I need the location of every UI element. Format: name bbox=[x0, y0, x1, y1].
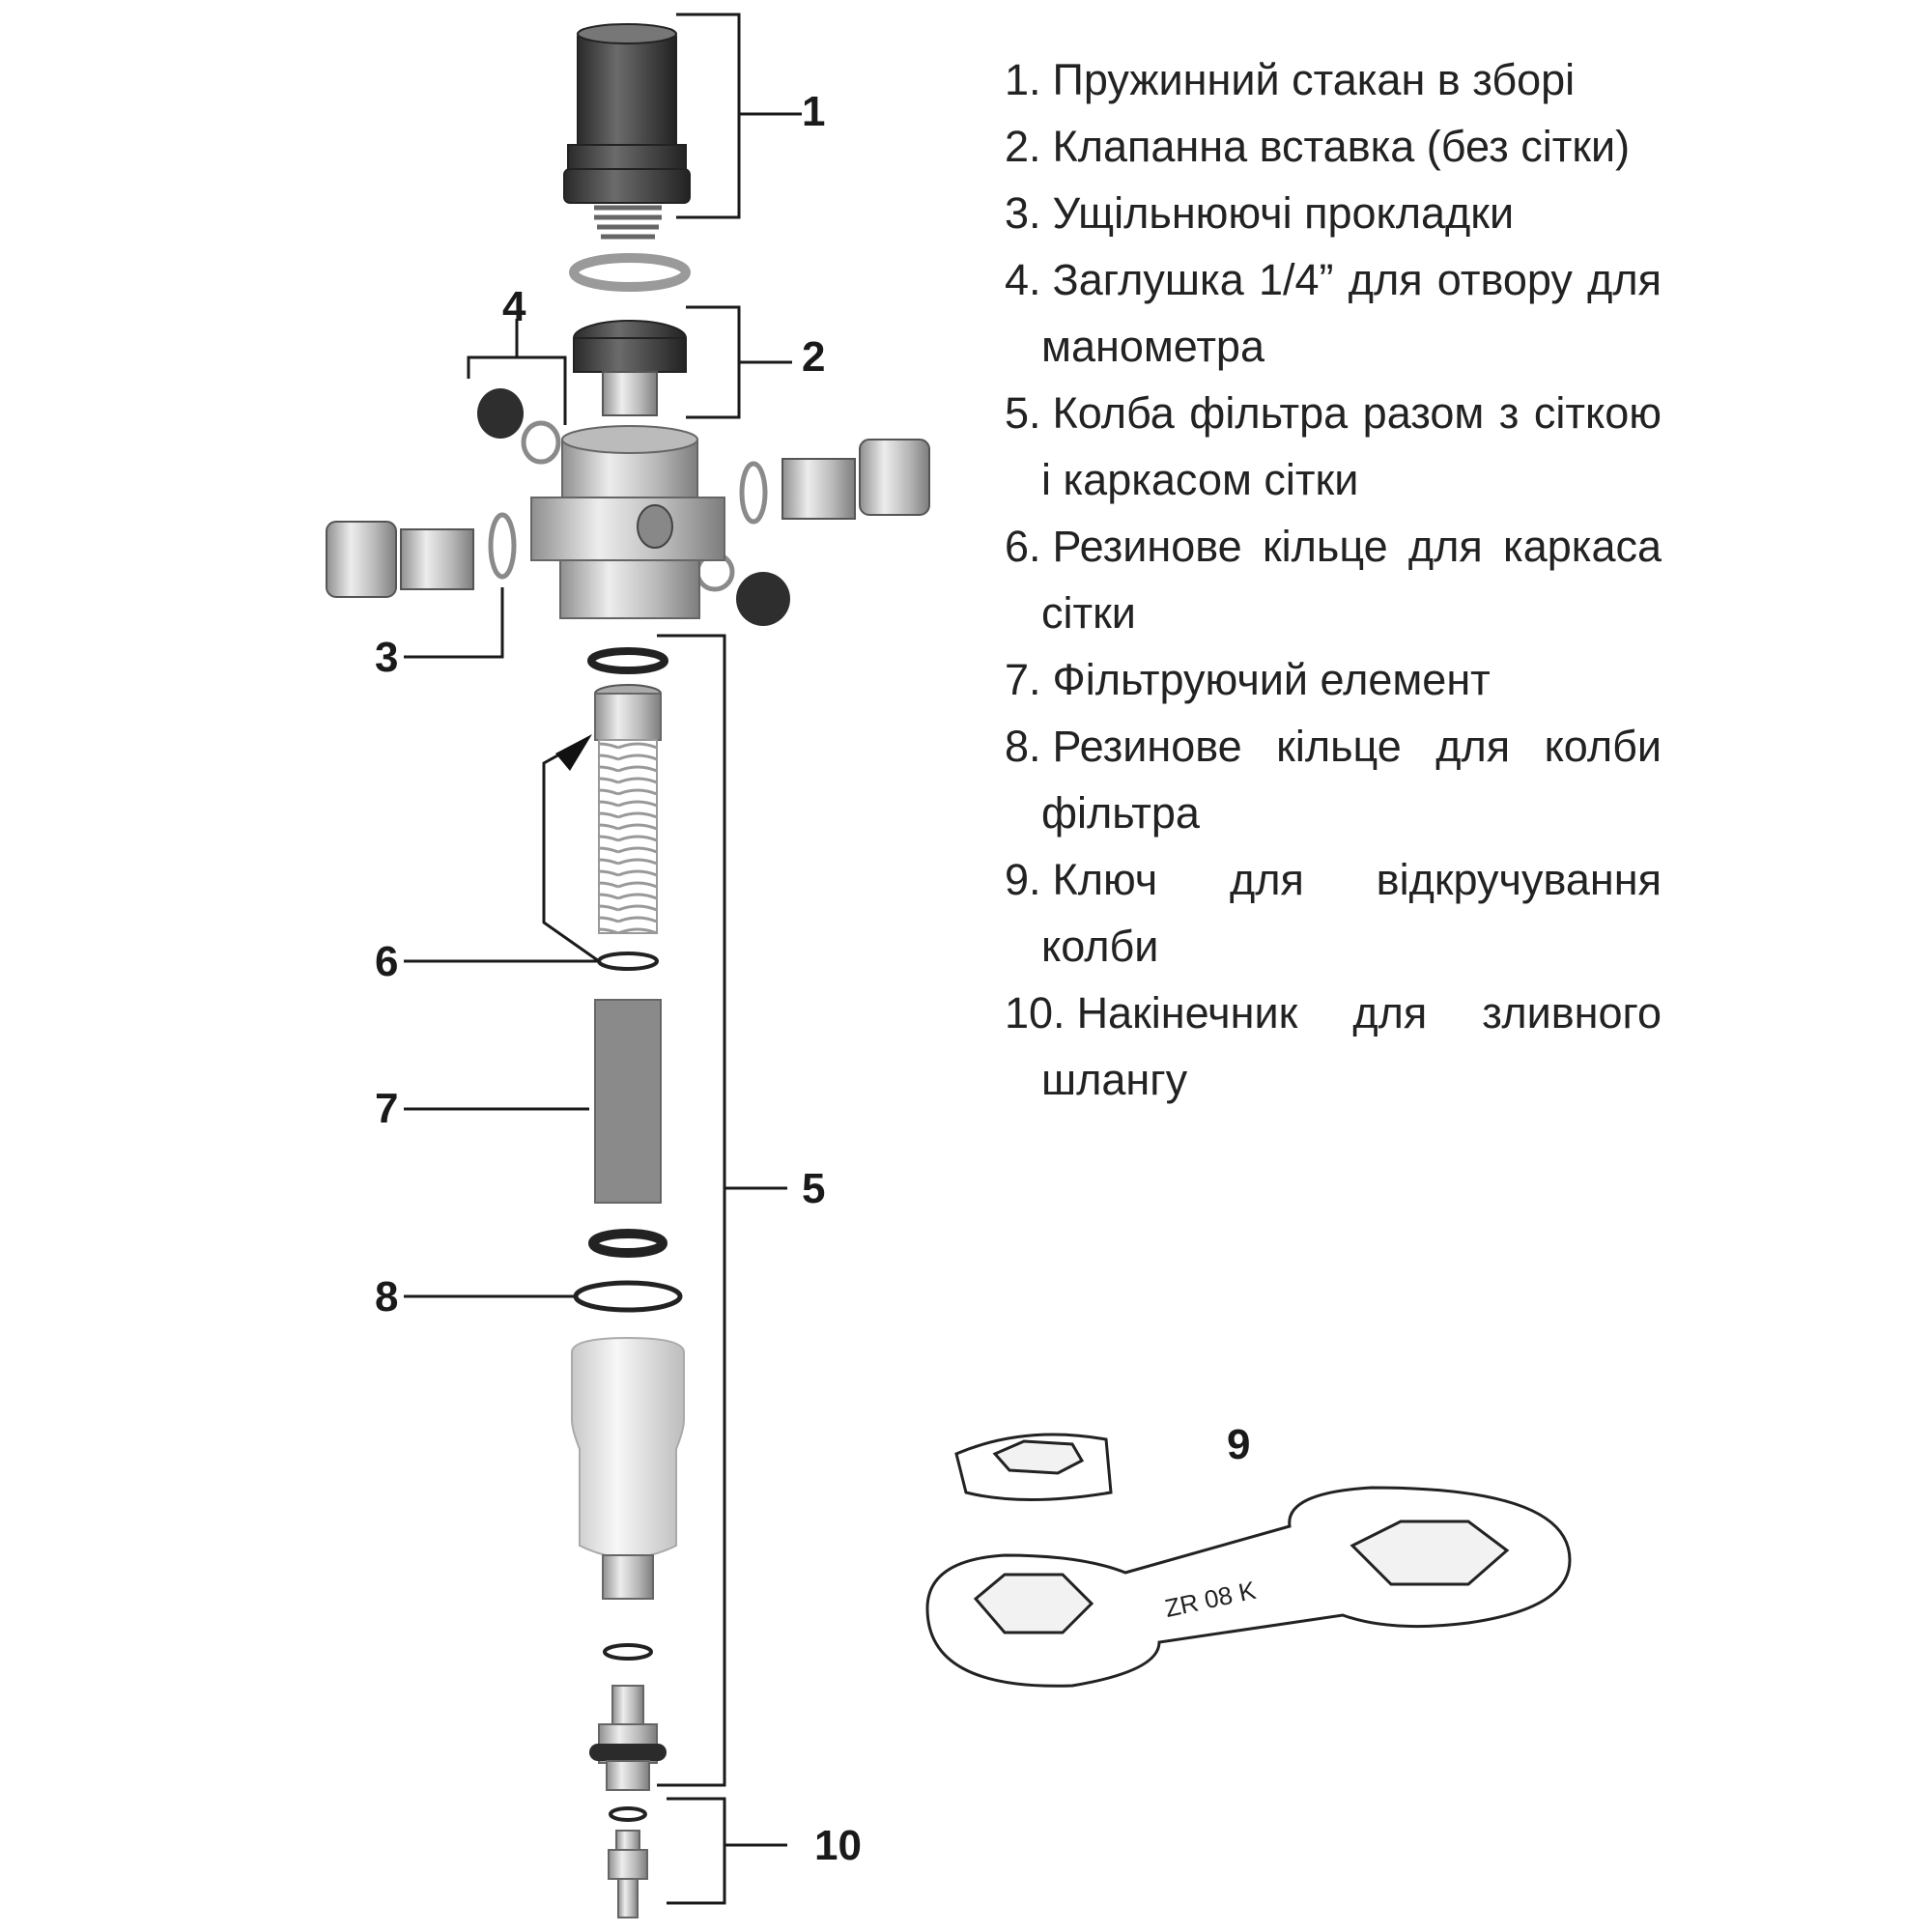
parts-legend: 1.Пружинний стакан в зборі 2.Клапанна вс… bbox=[1005, 46, 1662, 1113]
callout-3: 3 bbox=[375, 634, 398, 681]
legend-item: 10.Накінечник для зливного шлангу bbox=[1005, 988, 1662, 1104]
bowl-o-ring bbox=[573, 1280, 683, 1313]
hose-tip-o-ring bbox=[609, 1806, 647, 1822]
legend-item: 1.Пружинний стакан в зборі bbox=[1005, 55, 1576, 104]
drain-o-ring bbox=[603, 1643, 653, 1661]
legend-item: 6.Резинове кільце для каркаса сітки bbox=[1005, 522, 1662, 638]
callout-5: 5 bbox=[802, 1165, 825, 1212]
callout-10: 10 bbox=[814, 1822, 862, 1869]
filter-housing-head bbox=[530, 425, 725, 619]
legend-item: 8.Резинове кільце для колби фільтра bbox=[1005, 722, 1662, 838]
colba-wrench bbox=[925, 1486, 1572, 1688]
callout-4: 4 bbox=[502, 283, 526, 330]
leader-lines bbox=[404, 13, 802, 1905]
legend-item: 7.Фільтруючий елемент bbox=[1005, 655, 1491, 704]
legend-item: 4.Заглушка 1/4” для отвору для манометра bbox=[1005, 255, 1662, 371]
valve-insert bbox=[573, 320, 687, 416]
filter-element bbox=[594, 999, 662, 1204]
spring-cup-assembly bbox=[563, 23, 691, 240]
gauge-plug-left bbox=[477, 388, 561, 465]
left-union-fittings bbox=[326, 512, 517, 598]
hose-tip bbox=[608, 1830, 648, 1918]
frame-o-ring bbox=[597, 952, 659, 971]
legend-item: 9.Ключ для відкручування колби bbox=[1005, 855, 1662, 971]
legend-item: 5.Колба фільтра разом з сіткою і каркасо… bbox=[1005, 388, 1662, 504]
callout-1: 1 bbox=[802, 88, 825, 135]
legend-item: 2.Клапанна вставка (без сітки) bbox=[1005, 122, 1631, 171]
screen-frame-seal bbox=[587, 647, 668, 674]
callout-7: 7 bbox=[375, 1085, 398, 1132]
bowl-seal bbox=[588, 1229, 668, 1258]
screen-frame-arrow-icon bbox=[555, 734, 592, 771]
upper-gasket bbox=[569, 253, 691, 292]
legend-item: 3.Ущільнюючі прокладки bbox=[1005, 188, 1515, 238]
gauge-plug-right bbox=[695, 552, 790, 626]
right-union-fittings bbox=[739, 439, 930, 525]
callout-9: 9 bbox=[1227, 1421, 1250, 1468]
callout-6: 6 bbox=[375, 938, 398, 985]
screen-frame bbox=[594, 684, 662, 934]
filter-bowl bbox=[571, 1336, 685, 1600]
drain-valve bbox=[589, 1685, 667, 1791]
wrench-socket bbox=[954, 1433, 1113, 1501]
callout-8: 8 bbox=[375, 1273, 398, 1321]
callout-2: 2 bbox=[802, 333, 825, 381]
